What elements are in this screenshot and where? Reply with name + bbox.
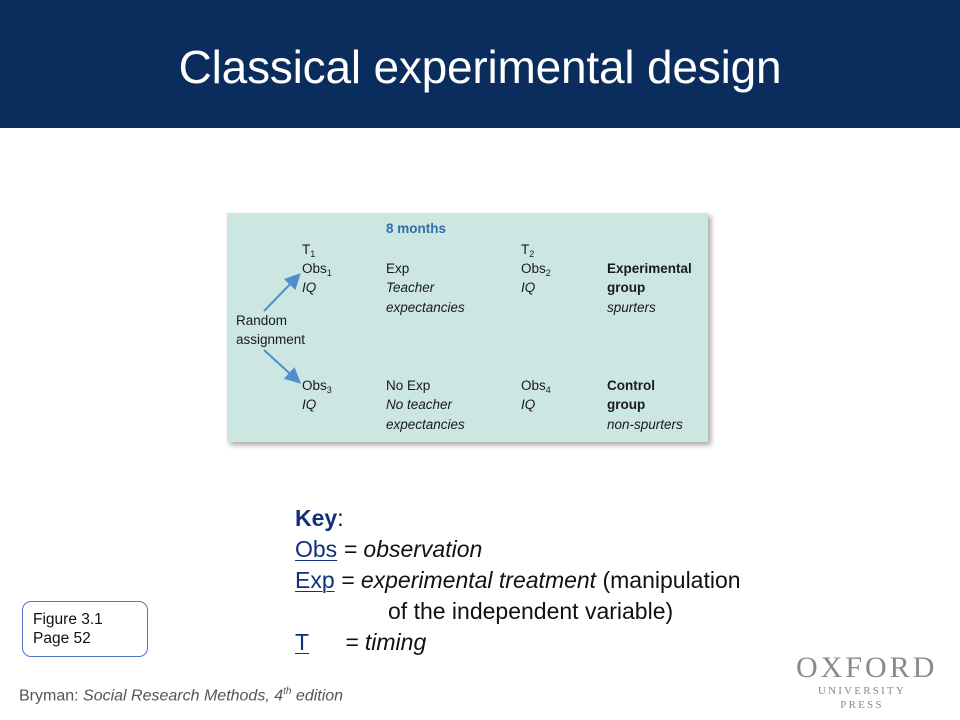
t1-label: T1 — [302, 242, 316, 259]
spurters-label: spurters — [607, 300, 656, 315]
arrow-to-experimental — [263, 273, 301, 312]
key-exp-continued: of the independent variable) — [388, 598, 674, 624]
assignment-arrows — [263, 273, 301, 384]
obs1-label: Obs1 — [302, 261, 332, 278]
slide-title: Classical experimental design — [178, 41, 782, 93]
experimental-design-figure: 8 months T1 Obs1 IQ Exp Teacher expectan… — [227, 213, 708, 442]
iq1-label: IQ — [302, 280, 317, 295]
key-heading: Key: — [295, 505, 344, 531]
random-assignment-1: Random — [236, 313, 288, 328]
duration-label: 8 months — [386, 221, 447, 236]
footer-citation: Bryman: Social Research Methods, 4th edi… — [19, 686, 344, 705]
experimental-group-label-2: group — [607, 280, 646, 295]
title-bar: Classical experimental design — [0, 0, 960, 128]
t2-label: T2 — [521, 242, 535, 259]
no-exp-detail-2: expectancies — [386, 417, 465, 432]
control-group-label-2: group — [607, 397, 646, 412]
arrow-to-control — [263, 349, 301, 384]
iq4-label: IQ — [521, 397, 536, 412]
exp-term: Exp — [295, 567, 335, 593]
experimental-group-label-1: Experimental — [607, 261, 692, 276]
t-term: T — [295, 629, 310, 655]
no-exp-detail-1: No teacher — [386, 397, 453, 412]
obs-term: Obs — [295, 536, 338, 562]
random-assignment-2: assignment — [236, 332, 306, 347]
key-legend: Key: Obs = observation Exp = experimenta… — [295, 503, 741, 658]
figure-number: Figure 3.1 — [33, 611, 103, 628]
key-t: T= timing — [295, 629, 427, 655]
oxford-logo: OXFORD UNIVERSITY PRESS — [796, 651, 938, 712]
key-obs: Obs = observation — [295, 536, 483, 562]
key-exp: Exp = experimental treatment (manipulati… — [295, 567, 741, 593]
iq3-label: IQ — [302, 397, 317, 412]
exp-detail-1: Teacher — [386, 280, 435, 295]
obs3-label: Obs3 — [302, 378, 332, 395]
figure-reference-box: Figure 3.1 Page 52 — [22, 601, 148, 657]
obs4-label: Obs4 — [521, 378, 551, 395]
obs2-label: Obs2 — [521, 261, 551, 278]
no-exp-label: No Exp — [386, 378, 431, 393]
control-group-label-1: Control — [607, 378, 655, 393]
page-number: Page 52 — [33, 630, 91, 647]
iq2-label: IQ — [521, 280, 536, 295]
exp-label: Exp — [386, 261, 410, 276]
non-spurters-label: non-spurters — [607, 417, 683, 432]
exp-detail-2: expectancies — [386, 300, 465, 315]
